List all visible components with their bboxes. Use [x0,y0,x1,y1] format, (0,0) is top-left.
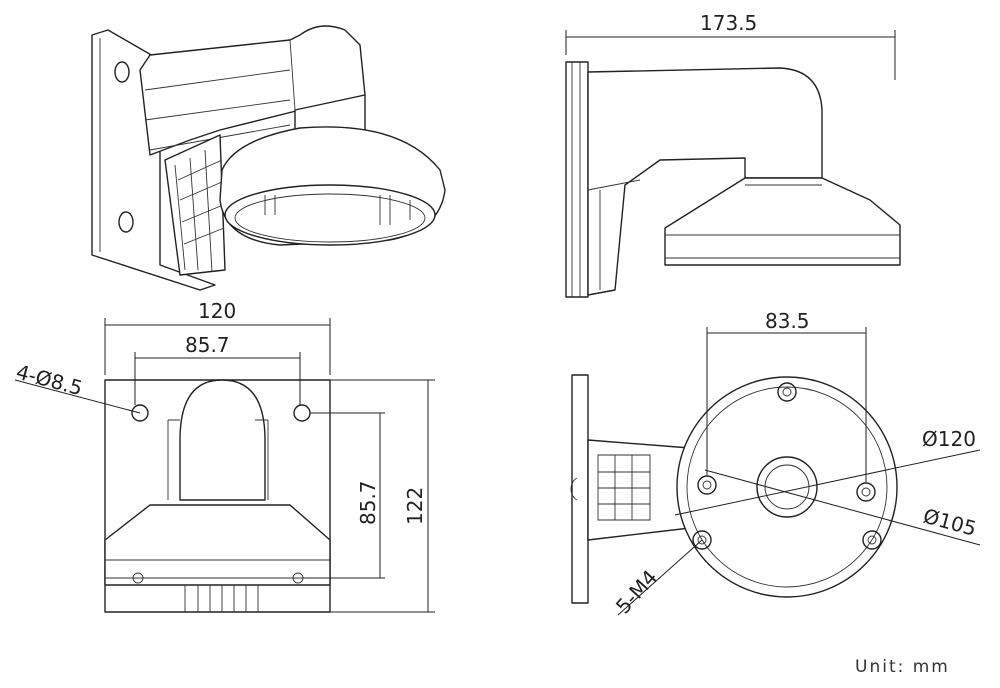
side-view: 173.5 [565,11,901,298]
mount-hole [131,404,149,422]
front-view: 120 85.7 85.7 122 4-Ø8.5 [14,299,435,613]
isometric-view [91,25,446,291]
outer-diameter-label: Ø120 [922,427,976,451]
screw-callout-label: 5-M4 [611,565,662,618]
screw-holes [692,382,882,550]
bolt-circle-label: Ø105 [921,504,979,541]
hole-spacing-label: 83.5 [765,309,810,333]
plate-height-label: 122 [403,487,427,525]
mount-hole [118,211,134,233]
hole-spacing-h-label: 85.7 [185,333,230,357]
unit-label: Unit: mm [855,657,950,677]
mount-hole [114,61,130,83]
base-outline [676,376,898,598]
bottom-view: 83.5 Ø120 Ø105 5-M4 [570,309,981,618]
side-width-label: 173.5 [700,11,757,35]
hole-callout-label: 4-Ø8.5 [14,360,85,401]
plate-width-label: 120 [198,299,236,323]
hole-spacing-v-label: 85.7 [356,480,380,525]
